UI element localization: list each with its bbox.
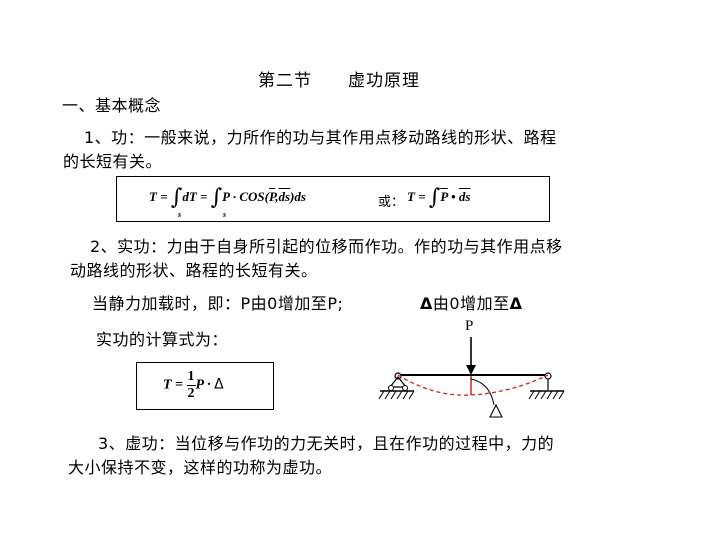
item-1-line-2: 的长短有关。 [63, 152, 163, 171]
deflection-curve [397, 374, 549, 396]
item-3-line-1: 3、虚功：当位移与作功的力无关时，且在作功的过程中，力的 [98, 434, 555, 453]
static-load-text: 当静力加载时，即：P由0增加至P; [92, 294, 344, 313]
formula-rhs: P · [195, 377, 215, 393]
real-work-label: 实功的计算式为： [96, 330, 229, 349]
displacement-arc [470, 378, 495, 406]
load-label: P [465, 318, 474, 334]
item-1-line-1: 1、功：一般来说，力所作的功与其作用点移动路线的形状、路程 [84, 128, 557, 147]
integral-sign: ∫ [210, 185, 223, 210]
delta-text: 由0增加至 [432, 294, 510, 313]
fraction-numerator: 1 [186, 369, 196, 386]
formula-comma: , [275, 188, 279, 204]
formula-part-a: dT = [182, 188, 211, 204]
item-2-line-1: 2、实功：力由于自身所引起的位移而作功。作的功与其作用点移 [90, 237, 563, 256]
section-heading: 一、基本概念 [62, 96, 162, 115]
right-roller-support [528, 372, 565, 400]
vector-ds: ds [458, 188, 471, 204]
vector-p: P [268, 188, 276, 204]
integral-subscript: s [178, 210, 182, 219]
formula-lhs: T = [163, 377, 187, 393]
fraction-denominator: 2 [187, 386, 195, 401]
left-pin-support [378, 372, 415, 400]
alt-formula-lhs: T = [407, 188, 429, 204]
integral-subscript: s [223, 210, 227, 219]
page-title: 第二节 虚功原理 [258, 71, 420, 91]
delta-symbol: Δ [420, 294, 433, 313]
vector-p: P [440, 188, 448, 204]
formula-lhs: T = [149, 188, 171, 204]
formula-part-b: P · COS( [222, 188, 269, 204]
integral-sign: ∫ [428, 185, 441, 210]
item-2-line-2: 动路线的形状、路程的长短有关。 [70, 261, 318, 280]
dot-operator: • [447, 188, 459, 204]
beam-diagram [378, 337, 565, 418]
delta-symbol: Δ [509, 294, 523, 313]
work-formula: T = ∫dT = ∫P · COS(P,ds)ds [149, 185, 306, 210]
delta-triangle [489, 403, 503, 418]
static-load-delta: Δ由0增加至Δ [420, 293, 522, 315]
alt-work-formula: T = ∫P • ds [407, 185, 471, 210]
formula-close: )ds [290, 188, 306, 204]
work-formula-box: T = ∫dT = ∫P · COS(P,ds)ds s s 或： T = ∫P… [116, 176, 550, 222]
integral-sign: ∫ [170, 185, 183, 210]
load-arrow [466, 337, 476, 375]
item-3-line-2: 大小保持不变，这样的功称为虚功。 [68, 458, 333, 477]
or-label: 或： [378, 195, 405, 210]
vector-ds: ds [278, 188, 291, 204]
delta-symbol: Δ [214, 376, 224, 393]
